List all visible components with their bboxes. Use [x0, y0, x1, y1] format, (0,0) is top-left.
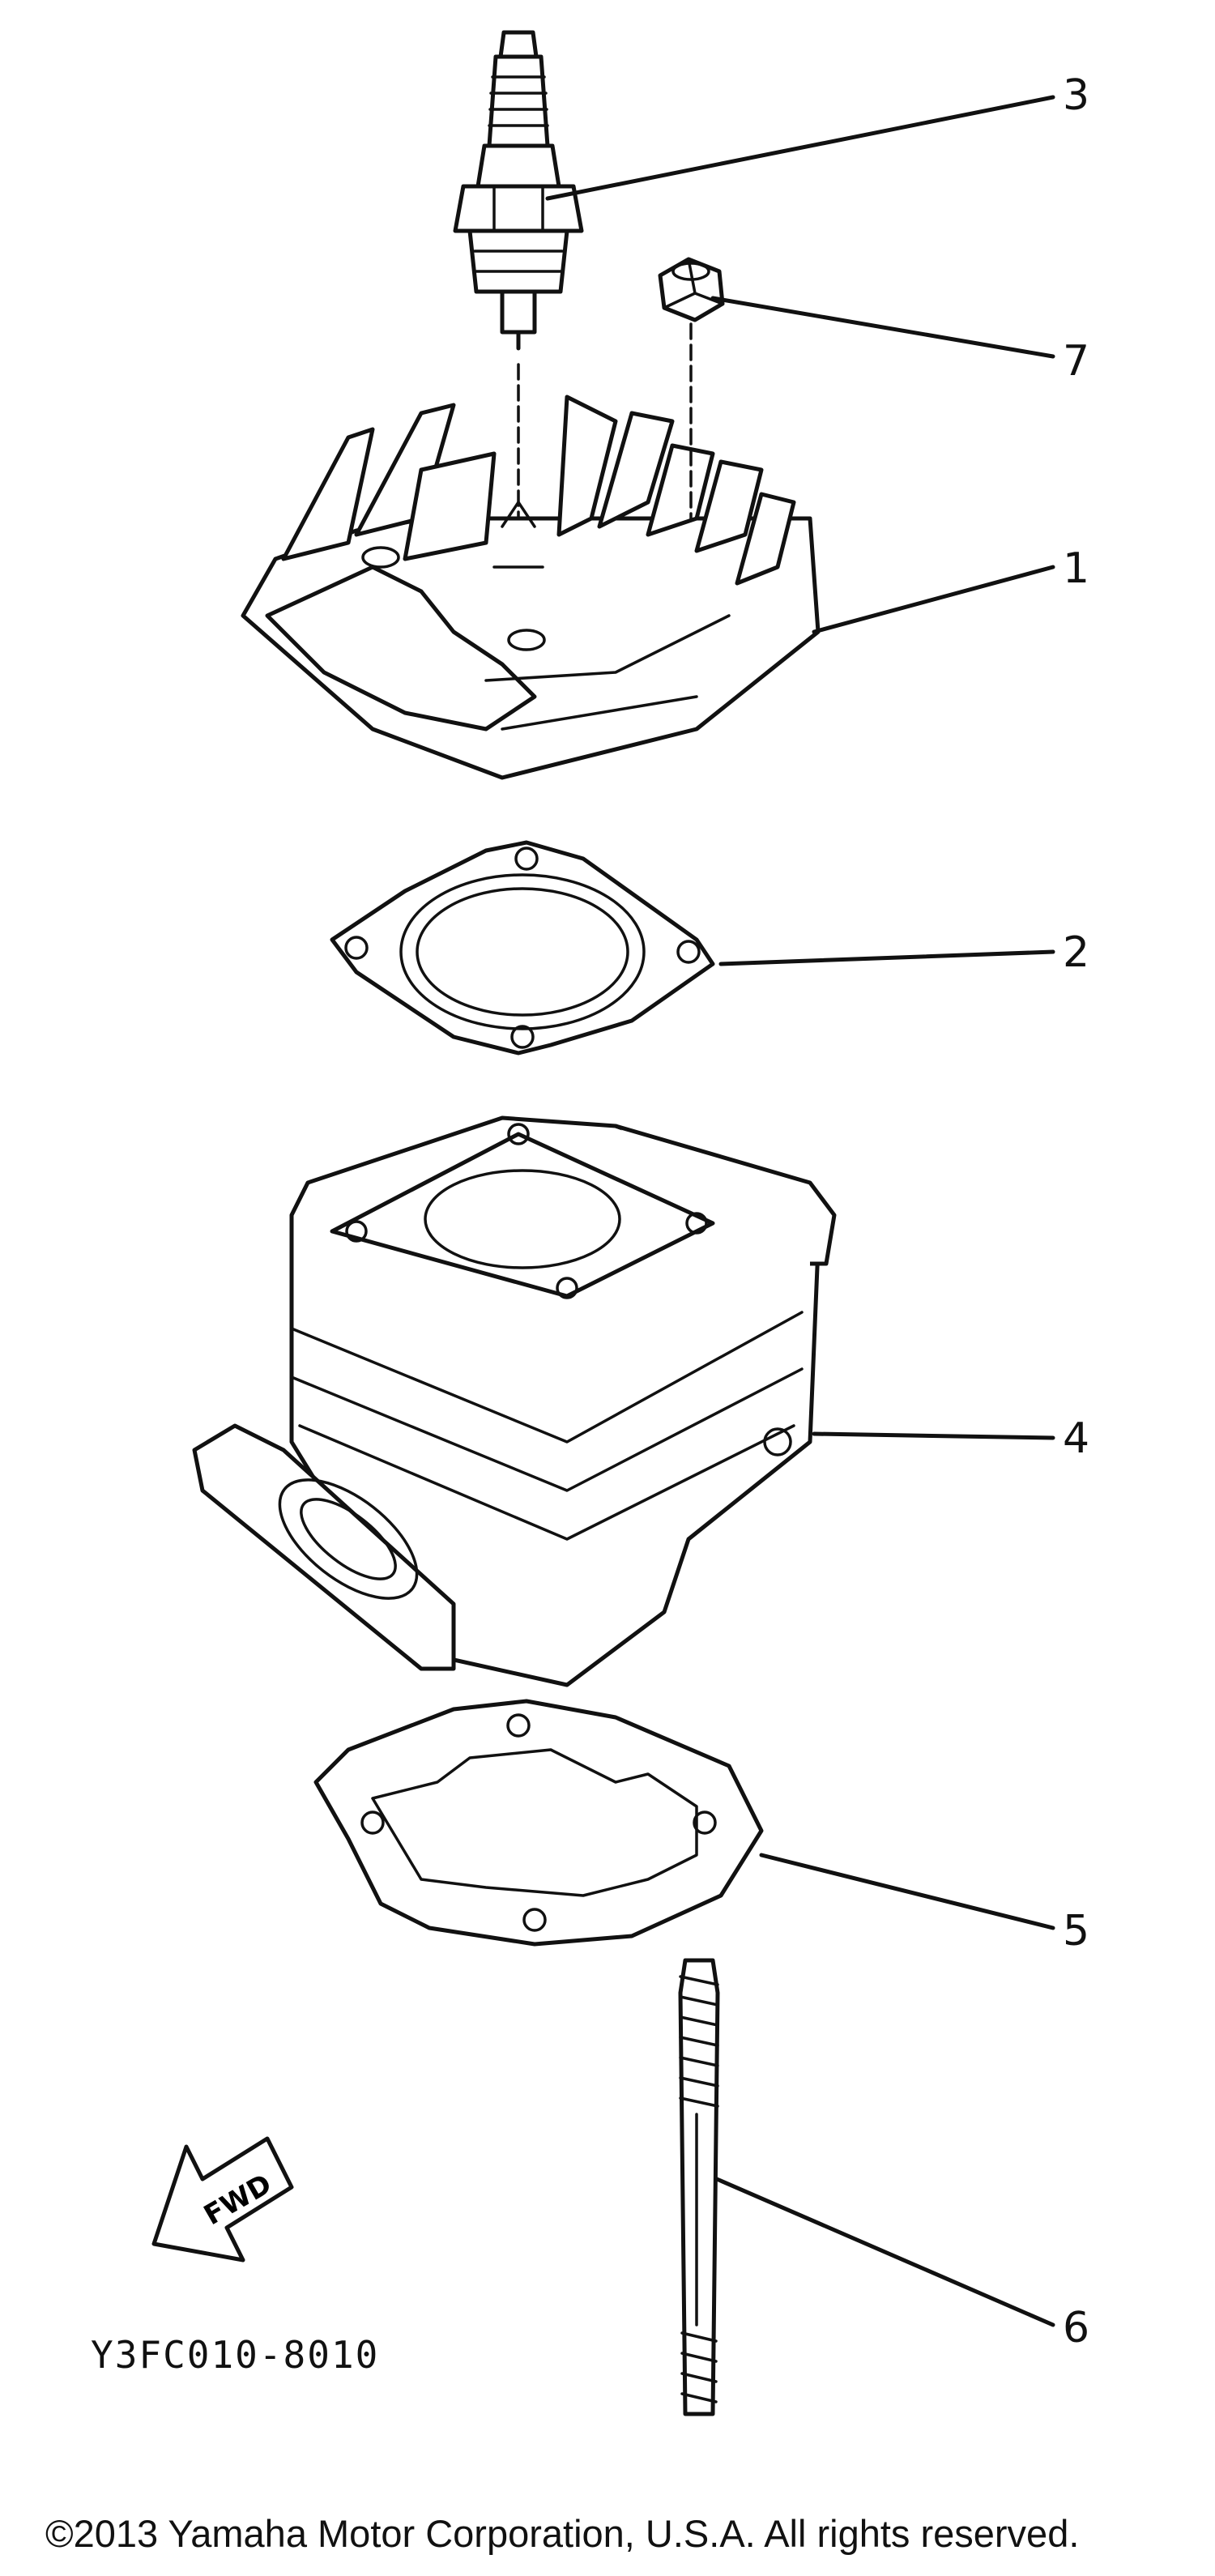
- callout-5: 5: [1063, 1907, 1090, 1955]
- copyright-text: ©2013 Yamaha Motor Corporation, U.S.A. A…: [45, 2512, 1080, 2555]
- base-gasket: [313, 1699, 764, 1947]
- diagram-code: Y3FC010-8010: [91, 2333, 380, 2377]
- callout-3: 3: [1063, 71, 1090, 120]
- cylinder-head-nut: [658, 257, 725, 322]
- callout-2: 2: [1063, 928, 1090, 977]
- spark-plug: [453, 30, 584, 351]
- head-gasket: [330, 840, 715, 1056]
- callout-6: 6: [1063, 2304, 1090, 2352]
- cylinder-head: [241, 395, 821, 780]
- fwd-direction-arrow[interactable]: FWD: [151, 2136, 294, 2263]
- stud-bolt: [678, 1958, 720, 2416]
- callout-4: 4: [1063, 1414, 1090, 1463]
- callout-7: 7: [1063, 337, 1090, 386]
- cylinder: [192, 1115, 837, 1687]
- callout-1: 1: [1063, 544, 1090, 593]
- leader-lines: [517, 95, 1055, 2327]
